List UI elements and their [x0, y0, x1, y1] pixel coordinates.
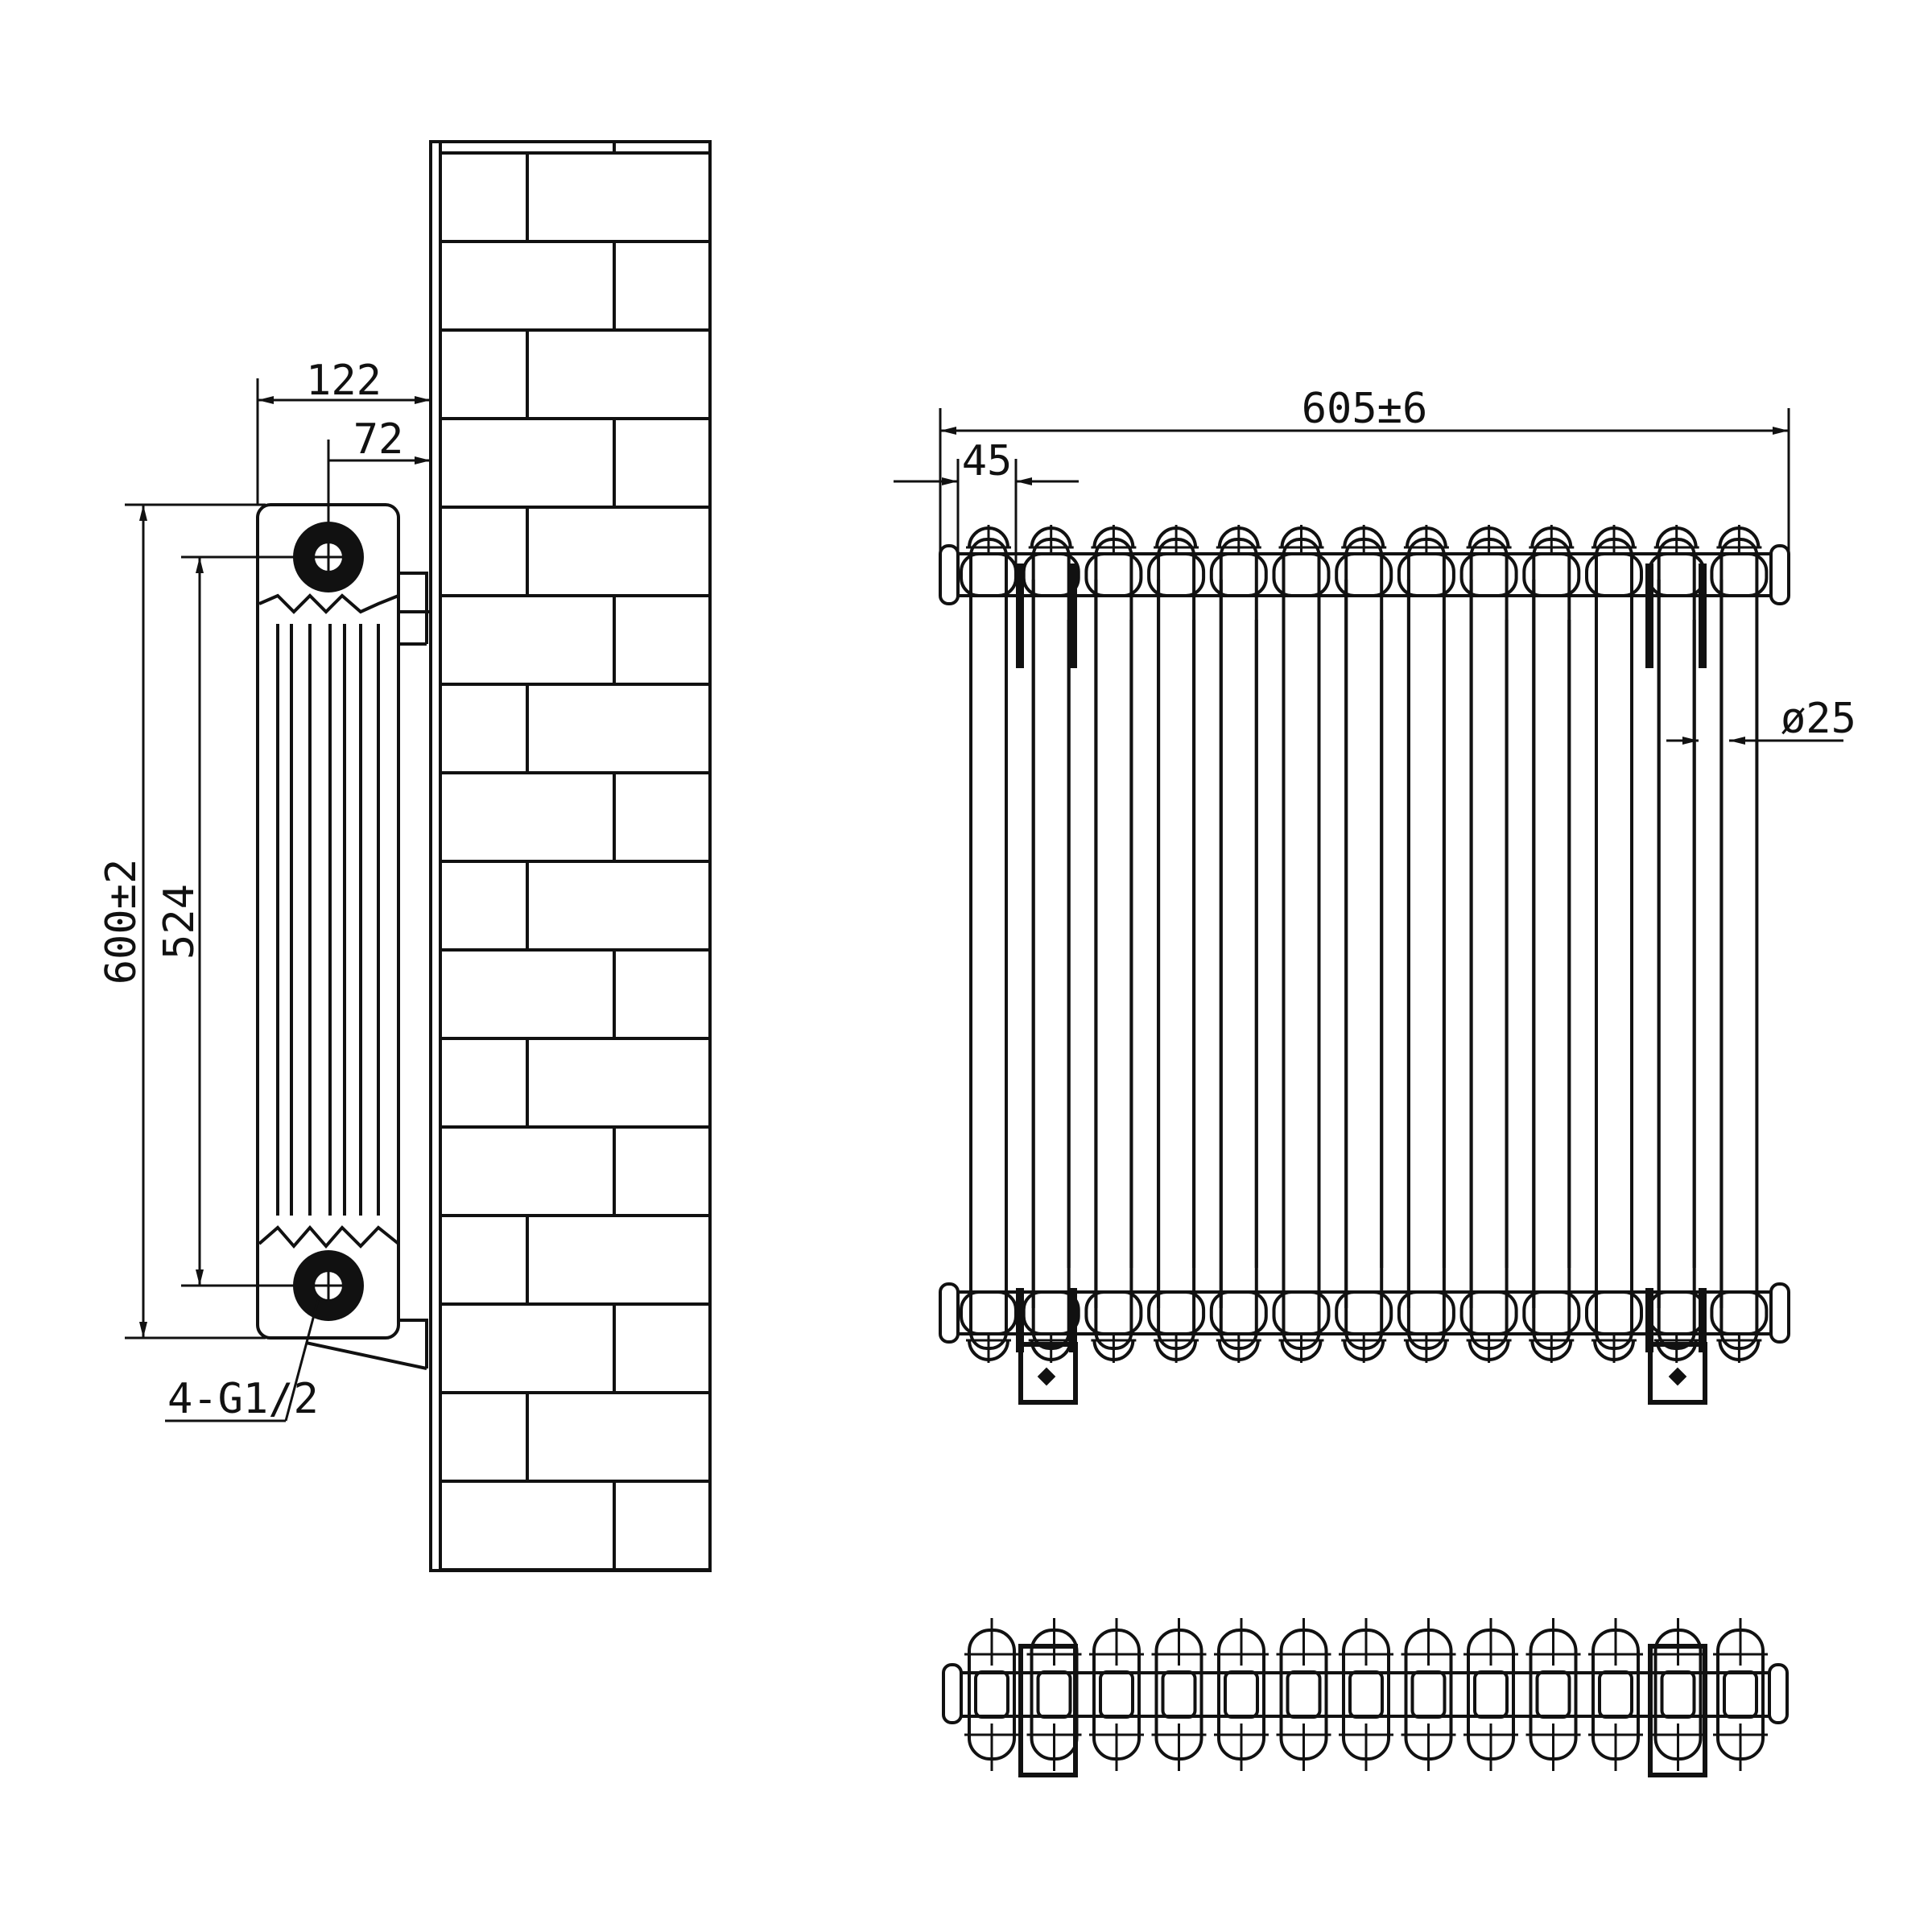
- plan-section: [1214, 1618, 1269, 1771]
- dim-connections: 4-G1/2: [167, 1375, 319, 1423]
- plan-section: [1588, 1618, 1643, 1771]
- front-section: [1084, 525, 1143, 1363]
- plan-section: [1151, 1618, 1207, 1771]
- dim-depth-overall: 122: [306, 357, 382, 405]
- front-section: [1522, 525, 1581, 1363]
- front-section: [1022, 525, 1080, 1363]
- plan-section: [1713, 1618, 1768, 1771]
- front-section: [1710, 525, 1769, 1363]
- radiator-front-view: [939, 525, 1790, 1405]
- dim-depth-pipe-to-wall: 72: [353, 415, 404, 464]
- plan-section: [1525, 1618, 1581, 1771]
- radiator-plan-view: [942, 1618, 1789, 1777]
- dim-length-overall: 605±6: [1302, 385, 1428, 433]
- radiator-side-view: [256, 503, 431, 1370]
- plan-section: [1463, 1618, 1518, 1771]
- front-section: [1397, 525, 1455, 1363]
- front-section: [1647, 525, 1706, 1363]
- front-section: [1459, 525, 1518, 1363]
- front-section: [1585, 525, 1643, 1363]
- front-section: [1335, 525, 1393, 1363]
- dim-height-centers: 524: [155, 884, 204, 960]
- plan-section: [1650, 1618, 1706, 1771]
- dim-column-diameter: ø25: [1781, 695, 1856, 743]
- left-foot: [1018, 1342, 1078, 1405]
- brick-wall: [429, 140, 712, 1572]
- right-foot: [1648, 1342, 1707, 1405]
- dim-section-pitch: 45: [962, 437, 1013, 485]
- plan-section: [1089, 1618, 1144, 1771]
- side-view-dimensions: 122 72 600±2 524 4-G1/2: [97, 357, 431, 1423]
- plan-section: [964, 1618, 1019, 1771]
- plan-section: [1276, 1618, 1331, 1771]
- plan-section: [1339, 1618, 1393, 1771]
- front-section: [960, 525, 1018, 1363]
- plan-section: [1401, 1618, 1456, 1771]
- front-section: [1147, 525, 1206, 1363]
- front-section: [1209, 525, 1268, 1363]
- front-section: [1272, 525, 1331, 1363]
- front-view-dimensions: 605±6 45 ø25: [894, 385, 1856, 745]
- dim-height-overall: 600±2: [97, 859, 146, 985]
